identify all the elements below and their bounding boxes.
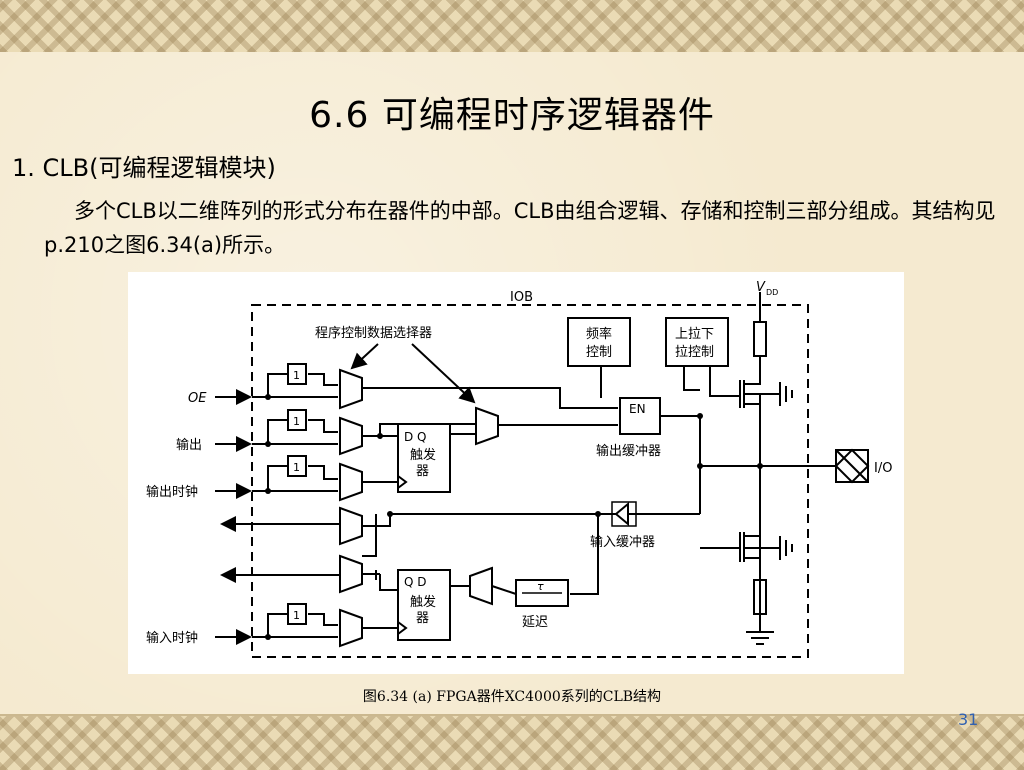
slide-title: 6.6 可编程时序逻辑器件 — [309, 95, 715, 136]
pull-control-l1: 上拉下 — [675, 327, 714, 342]
en-label: EN — [629, 402, 646, 416]
freq-control-l1: 频率 — [586, 326, 612, 342]
page-number: 31 — [958, 710, 979, 729]
mux-label: 程序控制数据选择器 — [315, 326, 432, 341]
clb-diagram: IOB V DD 程序控制数据选择器 频率 控制 上拉下 拉控制 EN 输出缓冲… — [146, 280, 892, 658]
clb-figure: IOB V DD 程序控制数据选择器 频率 控制 上拉下 拉控制 EN 输出缓冲… — [128, 272, 904, 674]
top-decorative-border — [0, 0, 1024, 54]
inverter-label: 1 — [293, 369, 300, 382]
out-signal-label: 输出 — [176, 437, 202, 453]
bottom-decorative-border — [0, 714, 1024, 770]
inverter-label: 1 — [293, 609, 300, 622]
ff-bot-l2: 器 — [416, 611, 429, 626]
iob-label: IOB — [510, 290, 533, 305]
output-buffer-label: 输出缓冲器 — [596, 443, 661, 459]
inverter-label: 1 — [293, 415, 300, 428]
ff-bot-l1: 触发 — [410, 594, 436, 610]
ff-bot-pins: Q D — [404, 575, 427, 589]
pull-control-l2: 拉控制 — [675, 345, 714, 360]
out-clk-signal-label: 输出时钟 — [146, 484, 198, 500]
delay-label: 延迟 — [522, 615, 548, 630]
tau-label: τ — [537, 580, 544, 593]
input-buffer-label: 输入缓冲器 — [590, 534, 655, 550]
freq-control-l2: 控制 — [586, 345, 612, 360]
oe-signal-label: OE — [188, 391, 207, 406]
vdd-subscript: DD — [766, 288, 778, 297]
vdd-label: V — [756, 280, 766, 295]
inverter-label: 1 — [293, 461, 300, 474]
ff-top-l1: 触发 — [410, 447, 436, 463]
section-heading: 1. CLB(可编程逻辑模块) — [12, 154, 276, 182]
ff-top-pins: D Q — [404, 430, 427, 444]
in-clk-signal-label: 输入时钟 — [146, 630, 198, 646]
figure-caption: 图6.34 (a) FPGA器件XC4000系列的CLB结构 — [362, 689, 662, 705]
iob-boundary — [251, 304, 809, 658]
io-label: I/O — [874, 461, 892, 476]
ff-top-l2: 器 — [416, 464, 429, 479]
body-paragraph: 多个CLB以二维阵列的形式分布在器件的中部。CLB由组合逻辑、存储和控制三部分组… — [44, 199, 996, 257]
